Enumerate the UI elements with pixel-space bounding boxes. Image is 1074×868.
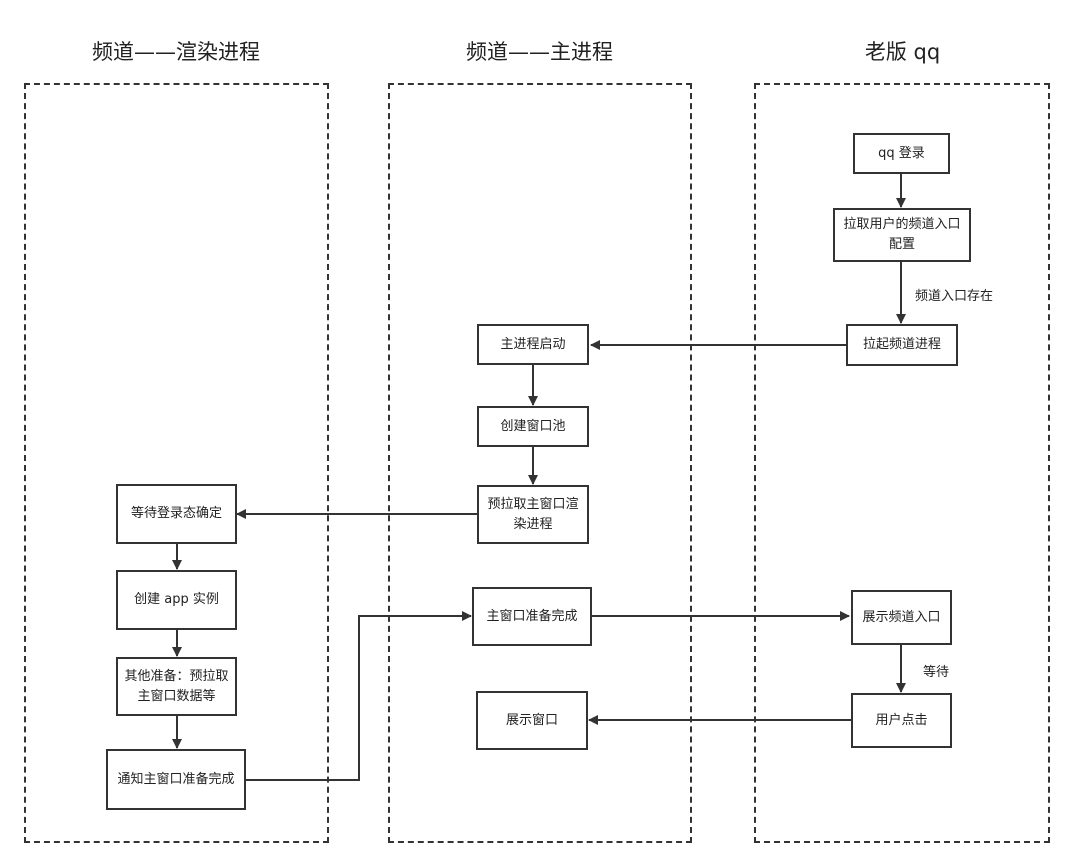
- node-show-channel-entry: 展示频道入口: [851, 590, 952, 645]
- node-user-click: 用户点击: [851, 693, 952, 748]
- edge-notify-to-main-ready: [246, 611, 472, 781]
- lane-title-main-process: 频道——主进程: [466, 40, 613, 64]
- lane-title-old-qq: 老版 qq: [864, 40, 941, 64]
- edge-label-wait: 等待: [923, 665, 950, 680]
- node-create-app-instance: 创建 app 实例: [116, 570, 237, 630]
- node-fetch-channel-config: 拉取用户的频道入口配置: [833, 208, 971, 262]
- node-other-preparation: 其他准备：预拉取主窗口数据等: [116, 657, 237, 716]
- node-main-window-ready: 主窗口准备完成: [472, 587, 592, 646]
- node-qq-login: qq 登录: [853, 133, 950, 174]
- lane-main-process: [388, 83, 692, 843]
- node-notify-main-window-ready: 通知主窗口准备完成: [106, 749, 246, 810]
- lane-title-render-process: 频道——渲染进程: [92, 40, 260, 64]
- lane-render-process: [24, 83, 329, 843]
- node-prefetch-render-process: 预拉取主窗口渲染进程: [477, 485, 589, 544]
- node-main-process-start: 主进程启动: [477, 324, 589, 365]
- node-create-window-pool: 创建窗口池: [477, 406, 589, 447]
- node-launch-channel-process: 拉起频道进程: [846, 324, 958, 366]
- lane-old-qq: [754, 83, 1050, 843]
- node-show-window: 展示窗口: [476, 691, 588, 750]
- node-wait-login-state: 等待登录态确定: [116, 484, 237, 544]
- edge-label-entry-exists: 频道入口存在: [915, 289, 994, 304]
